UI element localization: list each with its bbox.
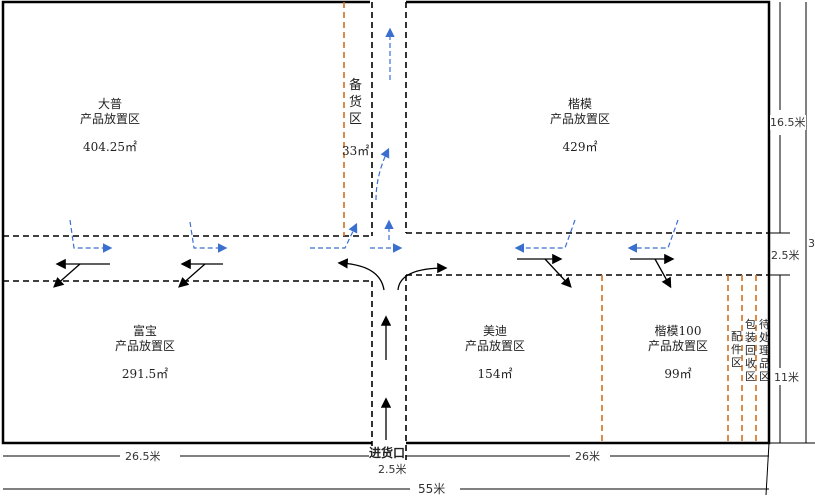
dim-total-width: 55米 (418, 482, 446, 497)
side-zone-packaging: 包装回收区 (745, 318, 756, 383)
walls (1, 0, 771, 445)
zone-fubao: 富宝产品放置区 291.5㎡ (105, 324, 185, 382)
zone-name: 楷模100 (654, 324, 702, 338)
flow-arrows-blue (69, 27, 679, 253)
dim-corridor: 2.5米 (771, 248, 800, 263)
zone-area: 154㎡ (477, 367, 513, 381)
zone-area: 404.25㎡ (83, 140, 137, 154)
dim-bottom-height: 11米 (774, 371, 799, 384)
zone-area: 99㎡ (664, 367, 692, 381)
zone-name: 美迪 (482, 324, 507, 338)
dim-entrance-width: 2.5米 (378, 462, 407, 477)
zone-name: 大普 (97, 97, 122, 111)
side-zone-pending: 待处理品区 (759, 318, 770, 383)
zone-label: 产品放置区 (114, 339, 175, 353)
zone-kaimo: 楷模产品放置区 429㎡ (540, 97, 620, 155)
zone-label: 产品放置区 (549, 112, 610, 126)
flow-arrows-black (53, 253, 675, 440)
aisle-lines (3, 2, 769, 460)
zone-area: 429㎡ (562, 140, 598, 154)
zone-label: 产品放置区 (647, 339, 708, 353)
dim-top-height: 16.5米 (770, 115, 806, 130)
zone-dividers (343, 2, 757, 443)
dimension-lines (3, 2, 815, 496)
zone-name: 楷模 (567, 97, 592, 111)
zone-label: 产品放置区 (79, 112, 140, 126)
zone-dapu: 大普产品放置区 404.25㎡ (70, 97, 150, 155)
zone-name: 富宝 (132, 324, 157, 338)
dim-left-width: 26.5米 (125, 449, 161, 464)
staging-label: 备货区 (349, 78, 363, 127)
staging-area: 33㎡ (342, 144, 370, 158)
zone-meidi: 美迪产品放置区 154㎡ (455, 324, 535, 382)
zone-area: 291.5㎡ (121, 367, 169, 381)
side-zone-parts: 配件区 (731, 330, 742, 369)
dim-total-height: 3 (808, 236, 815, 251)
zone-label: 产品放置区 (464, 339, 525, 353)
dim-right-width: 26米 (575, 449, 600, 464)
entrance-label: 进货口 (369, 446, 406, 461)
